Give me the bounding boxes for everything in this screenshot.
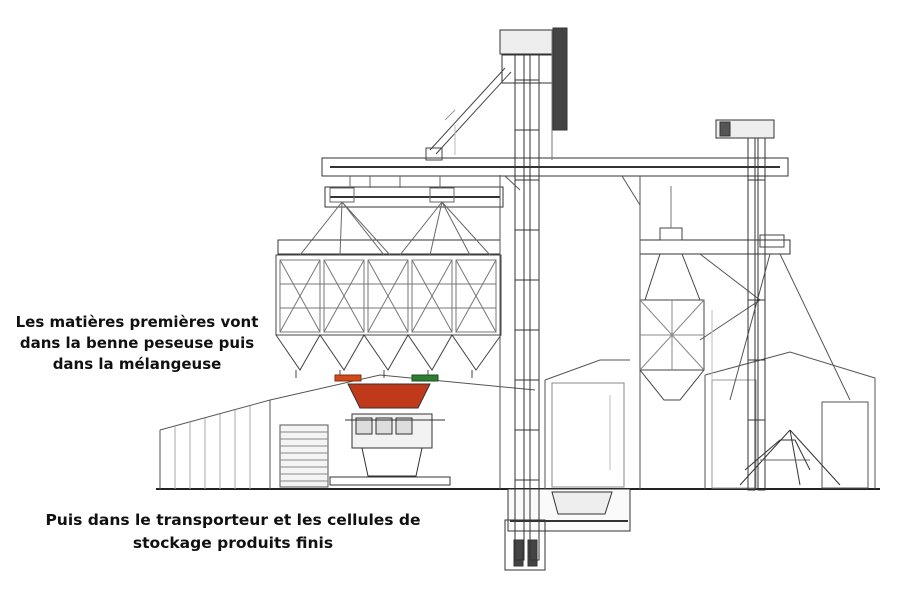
- loading-tripod: [739, 429, 841, 486]
- ingredient-bins: [275, 254, 502, 378]
- right-valve: [411, 374, 439, 382]
- top-gallery: [277, 157, 791, 255]
- raw-materials-annotation: Les matières premières vont dans la benn…: [15, 313, 259, 373]
- distribution-chutes: [299, 176, 491, 256]
- finished-product-bin: [639, 186, 785, 401]
- pit: [504, 488, 631, 571]
- finished-storage-annotation: Puis dans le transporteur et les cellule…: [45, 511, 421, 552]
- bucket-elevator: [499, 27, 568, 561]
- dimension-marks: [454, 125, 713, 470]
- secondary-elevator: [715, 119, 775, 491]
- mixer: [329, 383, 451, 486]
- left-warehouse: [159, 374, 536, 489]
- discharge-spout: [425, 67, 512, 161]
- left-valve: [334, 374, 362, 382]
